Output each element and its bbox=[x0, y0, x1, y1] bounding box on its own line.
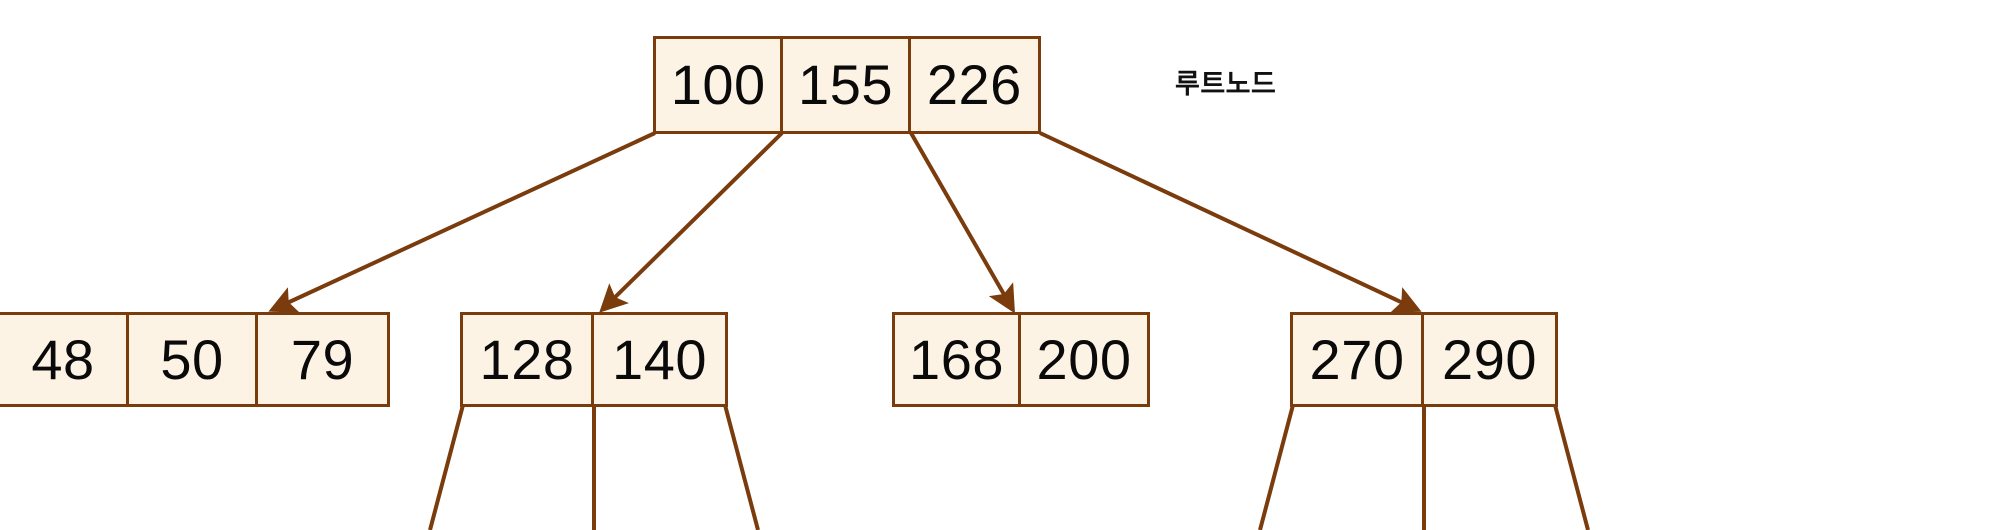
edge-root-to-leaf-1 bbox=[268, 131, 656, 313]
leaf-key-cell[interactable]: 270 bbox=[1293, 315, 1425, 404]
stub-leaf-4-right bbox=[1553, 404, 1590, 530]
stub-leaf-2-left bbox=[428, 404, 465, 530]
root-key-cell[interactable]: 155 bbox=[783, 39, 911, 131]
tree-edges bbox=[268, 131, 1422, 314]
leaf-key-cell[interactable]: 79 bbox=[258, 315, 387, 404]
leaf-key-cell[interactable]: 168 bbox=[895, 315, 1022, 404]
child-pointer-stubs bbox=[428, 404, 1590, 530]
stub-leaf-2-right bbox=[723, 404, 760, 530]
leaf-key-cell[interactable]: 140 bbox=[594, 315, 725, 404]
edge-root-to-leaf-3 bbox=[909, 132, 1015, 314]
root-key-cell[interactable]: 100 bbox=[656, 39, 784, 131]
stub-leaf-4-left bbox=[1258, 404, 1295, 530]
leaf-key-cell[interactable]: 48 bbox=[0, 315, 129, 404]
edge-root-to-leaf-4 bbox=[1039, 131, 1422, 313]
root-node-label: 루트노드 bbox=[1175, 69, 1277, 99]
root-key-cell[interactable]: 226 bbox=[910, 39, 1038, 131]
leaf-key-cell[interactable]: 50 bbox=[129, 315, 258, 404]
leaf-key-cell[interactable]: 128 bbox=[463, 315, 595, 404]
edge-root-to-leaf-2 bbox=[599, 131, 784, 313]
leaf-key-cell[interactable]: 290 bbox=[1424, 315, 1555, 404]
leaf-key-cell[interactable]: 200 bbox=[1021, 315, 1147, 404]
